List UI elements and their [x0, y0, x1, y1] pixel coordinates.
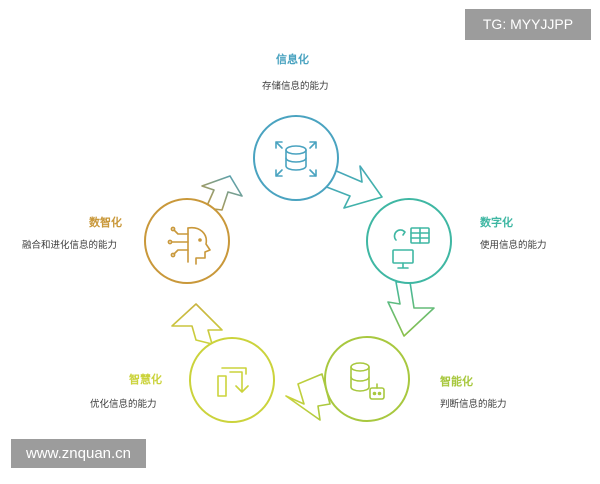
digital-screen-icon — [392, 227, 430, 269]
flow-arrow-2-3 — [387, 281, 435, 337]
watermark-bottom-left: www.znquan.cn — [11, 439, 146, 468]
node-desc-digital-intelligence: 融合和进化信息的能力 — [22, 240, 118, 251]
database-bot-icon — [350, 362, 385, 400]
database-expand-icon — [275, 141, 317, 177]
layers-arrow-icon — [217, 367, 249, 397]
watermark-top-right: TG: MYYJJPP — [465, 9, 591, 40]
flow-arrow-4-5 — [171, 303, 223, 345]
node-title-digitalization: 数字化 — [480, 216, 513, 229]
node-title-wisdomization: 智慧化 — [129, 373, 162, 386]
node-desc-wisdomization: 优化信息的能力 — [90, 399, 157, 410]
node-title-informatization: 信息化 — [276, 53, 309, 66]
flow-arrow-1-2 — [323, 165, 383, 209]
node-circle-informatization — [253, 115, 339, 201]
flow-arrow-3-4 — [285, 373, 331, 421]
node-desc-informatization: 存储信息的能力 — [262, 81, 329, 92]
node-desc-digitalization: 使用信息的能力 — [480, 240, 547, 251]
node-title-intelligentization: 智能化 — [440, 375, 473, 388]
node-title-digital-intelligence: 数智化 — [89, 216, 122, 229]
node-circle-digitalization — [366, 198, 452, 284]
head-circuit-icon — [167, 226, 211, 265]
node-desc-intelligentization: 判断信息的能力 — [440, 399, 507, 410]
node-circle-wisdomization — [189, 337, 275, 423]
node-circle-digital-intelligence — [144, 198, 230, 284]
